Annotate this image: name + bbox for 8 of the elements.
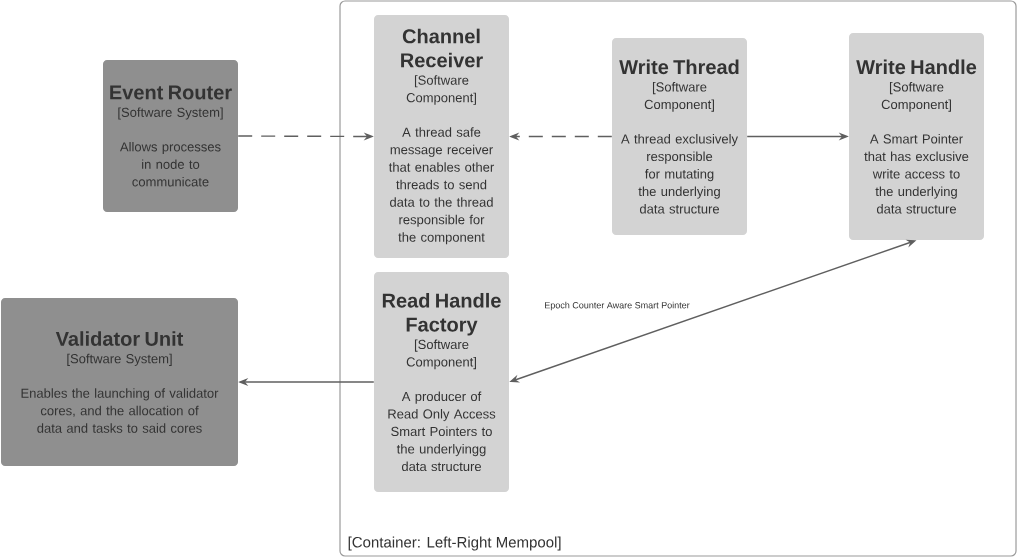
edge-label: Epoch Counter Aware Smart Pointer: [543, 300, 691, 312]
component-box: Channel Receiver [Software Component] A thread safe message receiver that enables other threads to send data to the thread responsible for the component: [374, 15, 509, 258]
system-box: Event Router [Software System] Allows processes in node to communicate: [103, 60, 238, 212]
component-box: Write Handle [Software Component] A Smart Pointer that has exclusive write access to the underlying data structure: [849, 33, 984, 240]
component-box: Write Thread [Software Component] A thread exclusively responsible for mutating the underlying data structure: [612, 38, 747, 235]
system-box: Validator Unit [Software System] Enables the launching of validator cores, and the allocation of data and tasks to said cores: [1, 298, 238, 466]
container-label: [Container: Left-Right Mempool]: [348, 536, 561, 551]
component-box: Read Handle Factory [Software Component] A producer of Read Only Access Smart Pointers to the underlyingg data structure: [374, 272, 509, 492]
